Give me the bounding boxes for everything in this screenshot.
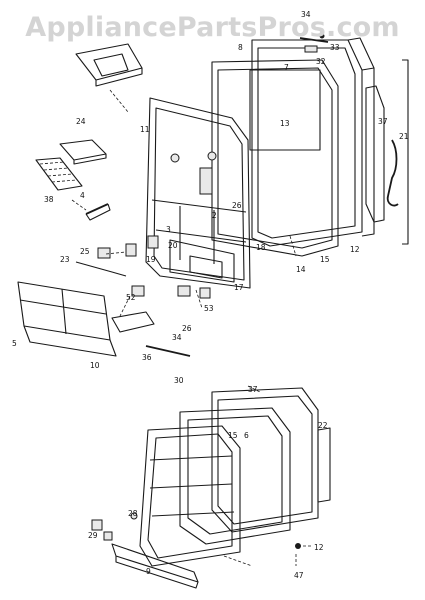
inner-door-liner (145, 97, 251, 289)
part-label-34: 34 (301, 10, 311, 19)
freezer-outer-panel (211, 387, 319, 533)
part-number-labels: 34 8 33 32 7 13 37 21 24 11 38 4 2 26 20… (12, 10, 409, 580)
part-label-9: 9 (146, 567, 151, 576)
part-label-17: 17 (234, 283, 244, 292)
part-label-20: 20 (168, 241, 178, 250)
part-label-15a: 15 (320, 255, 330, 264)
part-label-4: 4 (80, 191, 85, 200)
door-gasket (211, 59, 339, 257)
part-label-2: 2 (212, 211, 217, 220)
door-bin (169, 239, 235, 283)
part-label-52: 52 (126, 293, 136, 302)
part-label-29: 29 (88, 531, 98, 540)
door-liner-window (249, 69, 321, 151)
part-label-3: 3 (166, 225, 171, 234)
part-label-30: 30 (174, 376, 184, 385)
freezer-side-trim (317, 427, 331, 503)
bottom-trim (111, 311, 191, 357)
freezer-inner-liner (139, 425, 241, 567)
part-label-10: 10 (90, 361, 100, 370)
part-label-24: 24 (76, 117, 86, 126)
part-label-12a: 12 (350, 245, 360, 254)
hinge-brackets (97, 235, 211, 299)
door-cable (75, 261, 127, 277)
part-label-13: 13 (280, 119, 290, 128)
part-label-12b: 12 (314, 543, 324, 552)
part-label-6: 6 (244, 431, 249, 440)
freezer-handle (111, 543, 199, 589)
part-label-25: 25 (80, 247, 90, 256)
butter-tray (59, 139, 107, 165)
part-label-11: 11 (140, 125, 150, 134)
part-label-32: 32 (316, 57, 326, 66)
leader-lines-top (71, 89, 297, 317)
part-label-47: 47 (294, 571, 304, 580)
upper-shelf (75, 43, 143, 87)
freezer-gasket (179, 407, 291, 545)
part-label-23: 23 (60, 255, 70, 264)
part-label-7: 7 (284, 63, 289, 72)
dairy-rack (35, 157, 83, 191)
part-label-34b: 34 (172, 333, 182, 342)
freezer-hinge-parts (91, 512, 138, 541)
decor-panel (17, 281, 117, 357)
outer-door-panel (251, 37, 375, 247)
part-label-28: 28 (128, 509, 138, 518)
part-label-33: 33 (330, 43, 340, 52)
part-label-5: 5 (12, 339, 17, 348)
part-label-21: 21 (399, 132, 409, 141)
shelf-rail (85, 203, 111, 221)
part-label-22: 22 (318, 421, 328, 430)
part-label-36: 36 (142, 353, 152, 362)
leader-lines-bottom (223, 385, 297, 567)
part-label-8: 8 (238, 43, 243, 52)
part-label-14: 14 (296, 265, 306, 274)
part-label-26b: 26 (182, 324, 192, 333)
part-label-26a: 26 (232, 201, 242, 210)
part-label-53: 53 (204, 304, 214, 313)
part-label-15b: 15 (228, 431, 238, 440)
top-hinge-parts (299, 33, 329, 53)
part-label-38: 38 (44, 195, 54, 204)
part-label-18: 18 (256, 243, 266, 252)
door-handle (386, 59, 409, 245)
part-label-37: 37 (378, 117, 388, 126)
side-trim (365, 85, 385, 223)
freezer-screw (295, 543, 312, 549)
part-label-19: 19 (146, 255, 156, 264)
part-label-37b: 37 (248, 385, 258, 394)
